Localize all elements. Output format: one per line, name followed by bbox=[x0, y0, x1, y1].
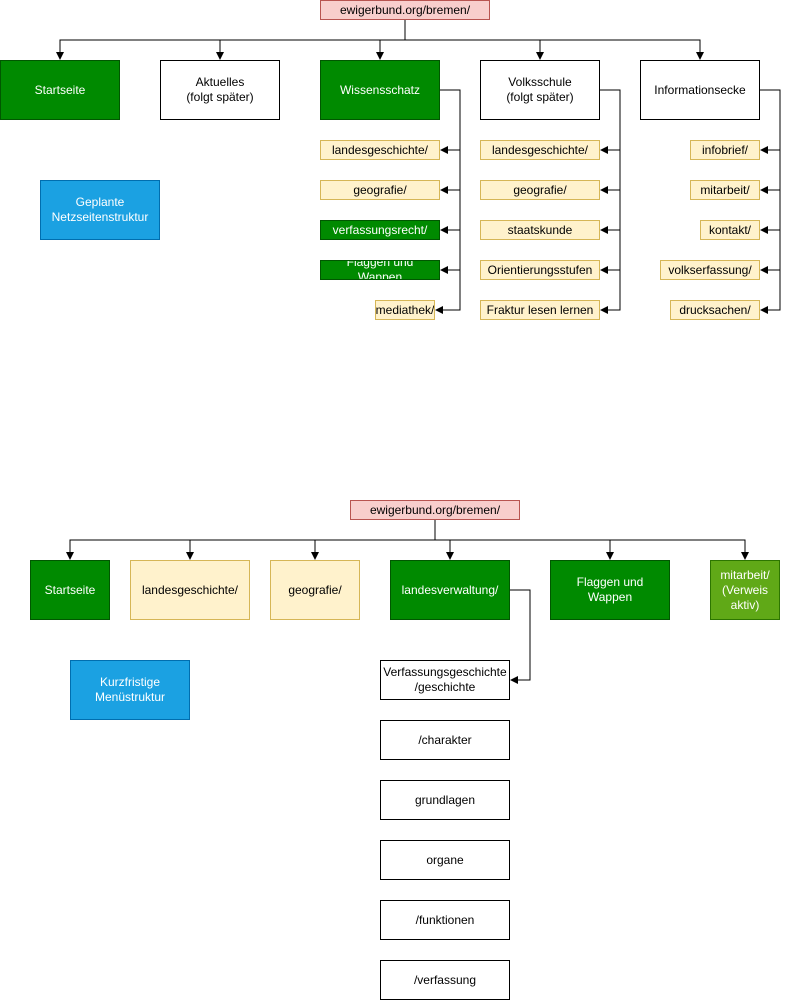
informationsecke-item: mitarbeit/ bbox=[690, 180, 760, 200]
startseite-node: Startseite bbox=[0, 60, 120, 120]
connector bbox=[510, 589, 531, 684]
menu-item-flaggen: Flaggen und Wappen bbox=[550, 560, 670, 620]
volksschule-item: geografie/ bbox=[480, 180, 600, 200]
connector bbox=[440, 89, 461, 154]
wissensschatz-node: Wissensschatz bbox=[320, 60, 440, 120]
root-node-2: ewigerbund.org/bremen/ bbox=[350, 500, 520, 520]
landesverwaltung-item: grundlagen bbox=[380, 780, 510, 820]
connector bbox=[435, 270, 461, 314]
volksschule-item: Orientierungsstufen bbox=[480, 260, 600, 280]
wissensschatz-item: verfassungsrecht/ bbox=[320, 220, 440, 240]
landesverwaltung-item: Verfassungsgeschichte /geschichte bbox=[380, 660, 510, 700]
connector bbox=[405, 39, 704, 60]
wissensschatz-item: Flaggen und Wappen bbox=[320, 260, 440, 280]
connector bbox=[435, 539, 454, 560]
connector bbox=[440, 150, 461, 194]
connector bbox=[600, 270, 621, 314]
wissensschatz-item: mediathek/ bbox=[375, 300, 435, 320]
connector bbox=[600, 230, 621, 274]
menu-item-geografie: geografie/ bbox=[270, 560, 360, 620]
informationsecke-item: infobrief/ bbox=[690, 140, 760, 160]
landesverwaltung-item: /verfassung bbox=[380, 960, 510, 1000]
volksschule-node: Volksschule (folgt später) bbox=[480, 60, 600, 120]
landesverwaltung-item: /charakter bbox=[380, 720, 510, 760]
landesverwaltung-item: organe bbox=[380, 840, 510, 880]
menu-item-landesverwaltung: landesverwaltung/ bbox=[390, 560, 510, 620]
connector bbox=[440, 190, 461, 234]
connector bbox=[435, 539, 749, 560]
informationsecke-node: Informationsecke bbox=[640, 60, 760, 120]
connector bbox=[760, 230, 781, 274]
connector bbox=[600, 89, 621, 154]
connector bbox=[186, 539, 435, 560]
aktuelles-node: Aktuelles (folgt später) bbox=[160, 60, 280, 120]
connector bbox=[311, 539, 435, 560]
connector bbox=[440, 230, 461, 274]
informationsecke-item: volkserfassung/ bbox=[660, 260, 760, 280]
note-geplante-struktur: Geplante Netzseitenstruktur bbox=[40, 180, 160, 240]
informationsecke-item: kontakt/ bbox=[700, 220, 760, 240]
connector bbox=[760, 150, 781, 194]
note-kurzfristige-struktur: Kurzfristige Menüstruktur bbox=[70, 660, 190, 720]
wissensschatz-item: geografie/ bbox=[320, 180, 440, 200]
connector bbox=[600, 150, 621, 194]
connector bbox=[600, 190, 621, 234]
informationsecke-item: drucksachen/ bbox=[670, 300, 760, 320]
connector bbox=[376, 39, 405, 60]
volksschule-item: Fraktur lesen lernen bbox=[480, 300, 600, 320]
connector bbox=[216, 39, 405, 60]
connector bbox=[405, 39, 544, 60]
menu-item-startseite: Startseite bbox=[30, 560, 110, 620]
volksschule-item: landesgeschichte/ bbox=[480, 140, 600, 160]
connector bbox=[435, 539, 614, 560]
connector bbox=[760, 270, 781, 314]
volksschule-item: staatskunde bbox=[480, 220, 600, 240]
menu-item-landesgeschichte: landesgeschichte/ bbox=[130, 560, 250, 620]
connector bbox=[760, 190, 781, 234]
connector bbox=[760, 89, 781, 154]
wissensschatz-item: landesgeschichte/ bbox=[320, 140, 440, 160]
root-node: ewigerbund.org/bremen/ bbox=[320, 0, 490, 20]
landesverwaltung-item: /funktionen bbox=[380, 900, 510, 940]
menu-item-mitarbeit: mitarbeit/ (Verweis aktiv) bbox=[710, 560, 780, 620]
